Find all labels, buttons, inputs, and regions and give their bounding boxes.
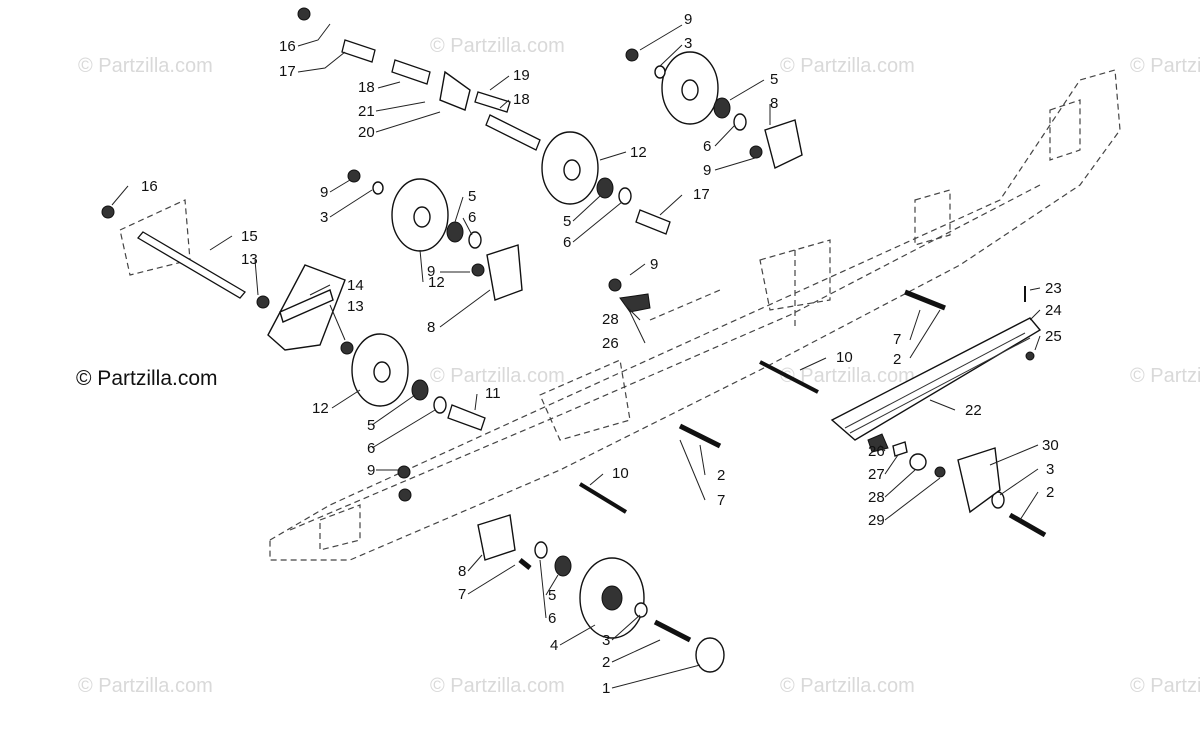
callout-label: 2 <box>1046 484 1054 501</box>
callout-label: 7 <box>458 586 466 603</box>
spacers <box>447 209 671 431</box>
callout-label: 16 <box>279 38 296 55</box>
watermark: © Partzilla.com <box>1130 675 1200 697</box>
callout-label: 18 <box>358 79 375 96</box>
callout-label: 29 <box>868 512 885 529</box>
callout-label: 5 <box>770 71 778 88</box>
callout-label: 25 <box>1045 328 1062 345</box>
callout-label: 19 <box>513 67 530 84</box>
watermark: © Partzilla.com <box>780 365 915 387</box>
callout-label: 17 <box>693 186 710 203</box>
callout-label: 6 <box>703 138 711 155</box>
watermark: © Partzilla.com <box>780 55 915 77</box>
callout-label: 2 <box>717 467 725 484</box>
callout-label: 6 <box>367 440 375 457</box>
callout-label: 3 <box>320 209 328 226</box>
callout-label: 13 <box>347 298 364 315</box>
callout-label: 4 <box>550 637 558 654</box>
callout-label: 5 <box>468 188 476 205</box>
callout-label: 3 <box>1046 461 1054 478</box>
watermark: © Partzilla.com <box>78 55 213 77</box>
callout-label: 7 <box>717 492 725 509</box>
callout-label: 11 <box>485 385 501 402</box>
left-arm-assembly <box>101 205 354 355</box>
watermarks: © Partzilla.com © Partzilla.com © Partzi… <box>78 35 1200 697</box>
callout-label: 2 <box>893 351 901 368</box>
callout-label: 9 <box>703 162 711 179</box>
callout-label: 24 <box>1045 302 1062 319</box>
callout-label: 28 <box>868 489 885 506</box>
callout-label: 26 <box>602 335 619 352</box>
callout-label: 23 <box>1045 280 1062 297</box>
callout-label: 26 <box>868 443 885 460</box>
callout-label: 2 <box>602 654 610 671</box>
callout-label: 3 <box>684 35 692 52</box>
watermark: © Partzilla.com <box>780 675 915 697</box>
callout-label: 8 <box>770 95 778 112</box>
callout-label: 14 <box>347 277 364 294</box>
brackets <box>477 119 1001 561</box>
callout-label: 22 <box>965 402 982 419</box>
callout-label: 12 <box>312 400 329 417</box>
callout-label: 6 <box>468 209 476 226</box>
callout-label: 12 <box>630 144 647 161</box>
callout-label: 20 <box>358 124 375 141</box>
main-watermark: © Partzilla.com <box>76 367 218 390</box>
callout-label: 9 <box>684 11 692 28</box>
callout-label: 6 <box>548 610 556 627</box>
watermark: © Partzilla.com <box>430 365 565 387</box>
callout-label: 3 <box>602 632 610 649</box>
callout-label: 1 <box>602 680 610 697</box>
leader-lines <box>111 23 1041 689</box>
idler-wheels <box>351 51 725 673</box>
watermark: © Partzilla.com <box>430 675 565 697</box>
callout-label: 6 <box>563 234 571 251</box>
callout-label: 8 <box>458 563 466 580</box>
callout-label: 10 <box>612 465 629 482</box>
callout-label: 10 <box>836 349 853 366</box>
top-shaft-assembly <box>341 39 541 151</box>
bolts <box>518 289 1047 643</box>
limiter-strap <box>619 286 1042 478</box>
callout-label: 9 <box>367 462 375 479</box>
callout-label: 7 <box>893 331 901 348</box>
watermark: © Partzilla.com <box>430 35 565 57</box>
callout-label: 5 <box>563 213 571 230</box>
callout-label: 30 <box>1042 437 1059 454</box>
callout-label: 12 <box>428 274 445 291</box>
watermark: © Partzilla.com <box>1130 55 1200 77</box>
callout-labels: 16 17 18 21 20 19 18 9 3 12 5 8 6 9 16 1… <box>141 11 1062 697</box>
callout-label: 5 <box>548 587 556 604</box>
callout-label: 8 <box>427 319 435 336</box>
callout-label: 9 <box>650 256 658 273</box>
callout-label: 18 <box>513 91 530 108</box>
callout-label: 27 <box>868 466 885 483</box>
callout-label: 21 <box>358 103 375 120</box>
callout-label: 13 <box>241 251 258 268</box>
callout-label: 9 <box>320 184 328 201</box>
callout-label: 15 <box>241 228 258 245</box>
watermark: © Partzilla.com <box>1130 365 1200 387</box>
callout-label: 9 <box>427 263 435 280</box>
callout-label: 5 <box>367 417 375 434</box>
callout-label: 17 <box>279 63 296 80</box>
callout-label: 28 <box>602 311 619 328</box>
bearings <box>297 7 1005 618</box>
callout-label: 16 <box>141 178 158 195</box>
watermark: © Partzilla.com <box>78 675 213 697</box>
